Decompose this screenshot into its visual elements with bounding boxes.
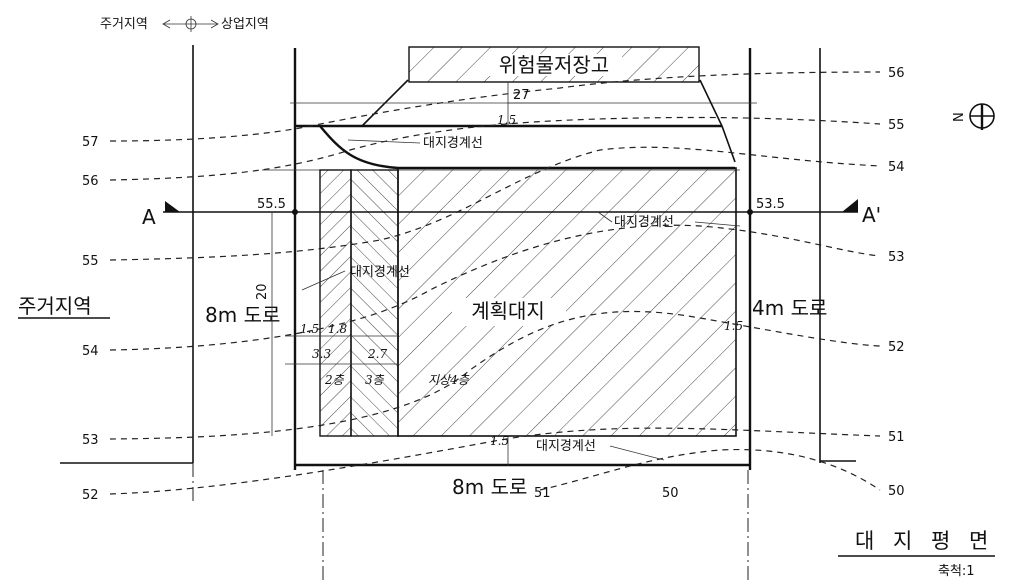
contour-55-right: 55 [888, 118, 905, 133]
contour-lines [109, 71, 881, 495]
residential-zone-label: 주거지역 [100, 17, 148, 32]
boundary-label-right: 대지경계선 [614, 215, 674, 230]
section-arrow-left-icon [165, 201, 180, 212]
zoning-indicator: 주거지역 상업지역 [100, 16, 269, 32]
road-bottom-label: 8m 도로 [452, 475, 527, 499]
dim-20: 20 [255, 283, 270, 300]
left-zone-label: 주거지역 [18, 294, 92, 318]
dim-15-bottom: 1.5 [490, 434, 509, 448]
contour-51-bottom: 51 [534, 486, 551, 501]
boundary-labels: 대지경계선 대지경계선 대지경계선 대지경계선 [301, 136, 741, 461]
north-arrow-icon: N [952, 103, 995, 130]
contour-50-bottom: 50 [662, 486, 679, 501]
contour-53-right: 53 [888, 250, 905, 265]
note-33: 3.3 [312, 347, 331, 361]
boundary-label-top: 대지경계선 [423, 136, 483, 151]
planned-site: 계획대지 [319, 167, 737, 437]
drawing-title: 대 지 평 면 [855, 529, 994, 553]
note-floor-3: 3층 [365, 373, 385, 387]
planned-site-label: 계획대지 [471, 299, 545, 323]
title-block: 대 지 평 면 축척:1 [838, 529, 995, 579]
road-edges [60, 45, 856, 584]
arrow-right-icon [210, 19, 219, 29]
handwritten-notes: 3.3 2.7 2층 3층 지상4층 [285, 347, 470, 387]
drawing-scale: 축척:1 [938, 564, 975, 579]
section-line: A A' 55.5 53.5 [142, 197, 881, 229]
contour-52-right: 52 [888, 340, 905, 355]
contour-55-left: 55 [82, 254, 99, 269]
dim-18: 1.8 [328, 322, 347, 336]
note-floor-2: 2층 [324, 373, 345, 387]
dim-15-right: 1.5 [724, 319, 743, 333]
dim-27: 27 [513, 88, 530, 103]
setback-strip-2 [350, 169, 399, 437]
spot-elevation-left: 55.5 [257, 197, 286, 212]
spot-elevation-right: 53.5 [756, 197, 785, 212]
arrow-left-icon [162, 19, 171, 29]
contour-56-right: 56 [888, 66, 905, 81]
road-labels: 8m 도로 4m 도로 8m 도로 [205, 296, 827, 499]
section-arrow-right-icon [842, 199, 858, 212]
boundary-label-left: 대지경계선 [350, 265, 410, 280]
main-building-area [397, 167, 737, 437]
section-label-left: A [142, 205, 156, 229]
dim-15-left: 1.5 [300, 322, 319, 336]
right-contour-values: 56 55 54 53 52 51 50 [888, 66, 905, 499]
section-label-right: A' [862, 203, 881, 227]
road-right-label: 4m 도로 [752, 296, 827, 320]
hazardous-storage-warehouse: 위험물저장고 [408, 46, 700, 83]
contour-51-right: 51 [888, 430, 905, 445]
note-27: 2.7 [367, 347, 387, 361]
dim-15-top: 1.5 [497, 113, 516, 127]
north-label: N [952, 112, 967, 122]
contour-56-left: 56 [82, 174, 99, 189]
road-left-label: 8m 도로 [205, 303, 280, 327]
boundary-label-bottom: 대지경계선 [536, 439, 596, 454]
contour-50-right: 50 [888, 484, 905, 499]
setback-strip-1 [319, 169, 352, 437]
commercial-zone-label: 상업지역 [221, 17, 269, 32]
contour-53-left: 53 [82, 433, 99, 448]
contour-54-left: 54 [82, 344, 99, 359]
contour-54-right: 54 [888, 160, 905, 175]
contour-57-left: 57 [82, 135, 99, 150]
dimensions: 27 1.5 20 1.5 1.8 1.5 1.5 [255, 82, 743, 466]
contour-52-left: 52 [82, 488, 99, 503]
warehouse-label: 위험물저장고 [499, 53, 609, 77]
left-contour-values: 57 56 55 54 53 52 [82, 135, 99, 503]
note-floor-4: 지상4층 [428, 373, 470, 387]
